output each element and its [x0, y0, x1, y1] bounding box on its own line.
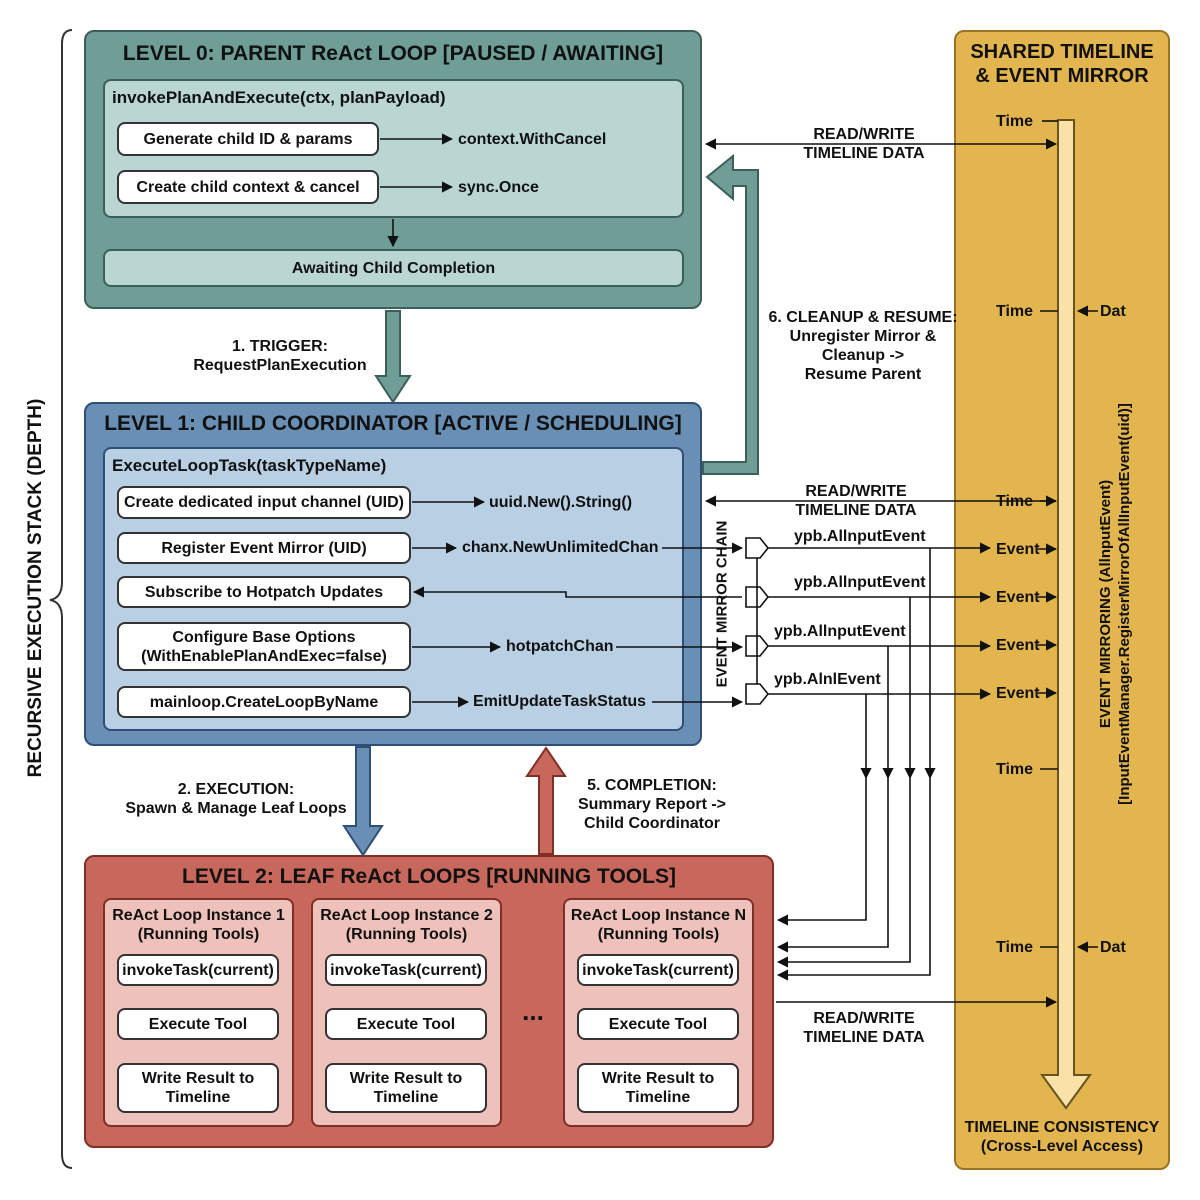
level1-step-create-loop: mainloop.CreateLoopByName [117, 686, 411, 718]
feed-2 [776, 778, 911, 968]
leaf-instance-1-name: ReAct Loop Instance 1 (Running Tools) [112, 907, 285, 943]
level1-title: LEVEL 1: CHILD COORDINATOR [ACTIVE / SCH… [104, 412, 682, 435]
level0-step-generate-child: Generate child ID & params [117, 122, 379, 156]
leaf-n-execute-tool: Execute Tool [577, 1008, 739, 1040]
leaf-n-write-result: Write Result to Timeline [577, 1063, 739, 1113]
cleanup-resume-arrow [702, 153, 759, 475]
level1-step-configure-options: Configure Base Options (WithEnablePlanAn… [117, 622, 411, 671]
trigger-label: 1. TRIGGER: RequestPlanExecution [193, 338, 367, 374]
level1-target-hotpatchchan: hotpatchChan [506, 638, 614, 655]
timeline-dat-2: Dat [1100, 939, 1126, 956]
leaf-ellipsis: ... [522, 996, 544, 1026]
leaf-1-execute-tool: Execute Tool [117, 1008, 279, 1040]
readwrite-label-level2: READ/WRITE TIMELINE DATA [803, 1010, 925, 1046]
readwrite-label-level0: READ/WRITE TIMELINE DATA [803, 126, 925, 162]
feed-3 [776, 778, 889, 953]
level0-awaiting-box: Awaiting Child Completion [103, 249, 684, 287]
level0-step-create-context: Create child context & cancel [117, 170, 379, 204]
event-chain-item-1: ypb.AllnputEvent [794, 528, 926, 545]
level0-title: LEVEL 0: PARENT ReAct LOOP [PAUSED / AWA… [122, 42, 664, 65]
level1-step-subscribe-hotpatch: Subscribe to Hotpatch Updates [117, 576, 411, 608]
level1-function-name: ExecuteLoopTask(taskTypeName) [112, 456, 387, 475]
level0-function-name: invokePlanAndExecute(ctx, planPayload) [112, 88, 446, 107]
level1-target-uuid: uuid.New().String() [489, 494, 633, 511]
level1-step-create-channel: Create dedicated input channel (UID) [117, 486, 411, 519]
leaf-1-invoke-task: invokeTask(current) [117, 954, 279, 986]
leaf-2-invoke-task: invokeTask(current) [325, 954, 487, 986]
timeline-event-2: Event [996, 589, 1040, 606]
timeline-time-1: Time [996, 113, 1034, 130]
leaf-1-write-result: Write Result to Timeline [117, 1063, 279, 1113]
timeline-footer: TIMELINE CONSISTENCY (Cross-Level Access… [964, 1119, 1160, 1155]
timeline-dat-1: Dat [1100, 303, 1126, 320]
leaf-instance-n-name: ReAct Loop Instance N (Running Tools) [570, 907, 747, 943]
leaf-instance-2-name: ReAct Loop Instance 2 (Running Tools) [320, 907, 493, 943]
cleanup-label: 6. CLEANUP & RESUME: Unregister Mirror &… [768, 309, 958, 383]
timeline-time-4: Time [996, 761, 1034, 778]
level0-target-context-withcancel: context.WithCancel [458, 131, 607, 148]
event-chain-item-2: ypb.AllnputEvent [794, 574, 926, 591]
timeline-time-5: Time [996, 939, 1034, 956]
leaf-2-execute-tool: Execute Tool [325, 1008, 487, 1040]
line-chain-to-subscribe [412, 586, 742, 598]
depth-bracket [49, 29, 73, 1169]
trigger-arrow [374, 310, 412, 404]
readwrite-label-level1: READ/WRITE TIMELINE DATA [795, 483, 917, 519]
timeline-bar [1040, 119, 1092, 1110]
timeline-event-3: Event [996, 637, 1040, 654]
timeline-time-3: Time [996, 493, 1034, 510]
timeline-title: SHARED TIMELINE & EVENT MIRROR [970, 41, 1154, 87]
level1-target-chanx: chanx.NewUnlimitedChan [462, 539, 659, 556]
level1-step-register-mirror: Register Event Mirror (UID) [117, 532, 411, 564]
execution-label: 2. EXECUTION: Spawn & Manage Leaf Loops [125, 781, 347, 817]
timeline-time-2: Time [996, 303, 1034, 320]
level1-target-emit-status: EmitUpdateTaskStatus [473, 693, 647, 710]
completion-label: 5. COMPLETION: Summary Report -> Child C… [577, 777, 727, 832]
execution-arrow [342, 746, 384, 857]
feed-4 [776, 778, 867, 926]
feed-1 [776, 778, 931, 981]
level0-target-sync-once: sync.Once [458, 179, 539, 196]
leaf-2-write-result: Write Result to Timeline [325, 1063, 487, 1113]
event-chain-item-3: ypb.AllnputEvent [774, 623, 906, 640]
leaf-n-invoke-task: invokeTask(current) [577, 954, 739, 986]
level2-title: LEVEL 2: LEAF ReAct LOOPS [RUNNING TOOLS… [182, 865, 676, 888]
event-chain-item-4: ypb.AlnlEvent [774, 671, 881, 688]
completion-arrow [525, 746, 567, 855]
timeline-event-1: Event [996, 541, 1040, 558]
timeline-event-4: Event [996, 685, 1040, 702]
